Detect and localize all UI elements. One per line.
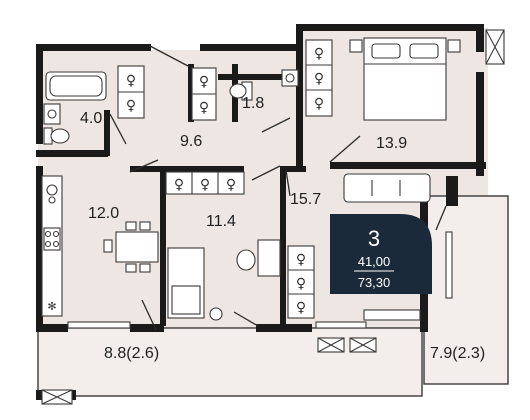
room-label-loggia-left: 8.8(2.6) (104, 345, 159, 362)
badge-rooms-count: 3 (368, 226, 380, 251)
svg-text:♀: ♀ (199, 74, 209, 90)
room-label-loggia-right: 7.9(2.3) (430, 345, 485, 362)
room-label-kitchen: 12.0 (88, 205, 119, 222)
double-bed (349, 37, 461, 121)
wardrobe-hall: ♀ ♀ (191, 67, 217, 121)
svg-text:♀: ♀ (296, 276, 306, 292)
svg-text:♀: ♀ (126, 73, 136, 89)
tv-console (363, 309, 421, 321)
svg-text:♀: ♀ (314, 71, 324, 87)
bedroom-window (485, 29, 505, 65)
badge-living-area: 41,00 (358, 254, 391, 269)
room-label-hall: 9.6 (180, 133, 202, 150)
bathroom-sink (43, 103, 61, 125)
bathroom-toilet (43, 127, 70, 145)
bathtub (45, 71, 107, 101)
svg-text:♀: ♀ (314, 96, 324, 112)
apartment-badge: 3 41,00 73,30 (330, 214, 432, 294)
svg-text:♀: ♀ (296, 300, 306, 316)
sofa (343, 173, 431, 203)
dining-table (103, 221, 159, 273)
svg-text:♀: ♀ (200, 177, 210, 193)
wc-toilet (229, 81, 253, 101)
wardrobe-living: ♀ ♀ ♀ (287, 245, 315, 319)
badge-total-area: 73,30 (358, 275, 391, 290)
svg-text:♀: ♀ (226, 177, 236, 193)
wardrobe-bedroom: ♀ ♀ ♀ (305, 39, 333, 117)
svg-text:✻: ✻ (47, 300, 56, 313)
room-label-living: 15.7 (290, 191, 321, 208)
desk-with-chair (209, 239, 281, 321)
room-label-bathroom: 4.0 (80, 110, 102, 127)
balcony-window-left (67, 321, 131, 329)
wc-sink (281, 69, 299, 87)
balcony-window-right (445, 231, 453, 299)
door-swings (109, 45, 447, 331)
loggia-vent (41, 389, 73, 405)
svg-text:♀: ♀ (199, 100, 209, 116)
single-bed (167, 247, 205, 319)
left-loggia-outline (37, 327, 423, 397)
svg-text:♀: ♀ (296, 252, 306, 268)
room-label-toilet: 1.8 (242, 95, 264, 112)
svg-text:♀: ♀ (126, 98, 136, 114)
wardrobe-corridor: ♀ ♀ ♀ (165, 171, 245, 195)
balcony-window-living (315, 321, 377, 353)
room-label-bedroom: 13.9 (376, 135, 407, 152)
svg-text:♀: ♀ (314, 46, 324, 62)
wardrobe-bath: ♀ ♀ (117, 65, 145, 119)
svg-text:♀: ♀ (174, 177, 184, 193)
kitchen-counter: ✻ (41, 175, 63, 317)
room-label-room: 11.4 (206, 213, 236, 230)
